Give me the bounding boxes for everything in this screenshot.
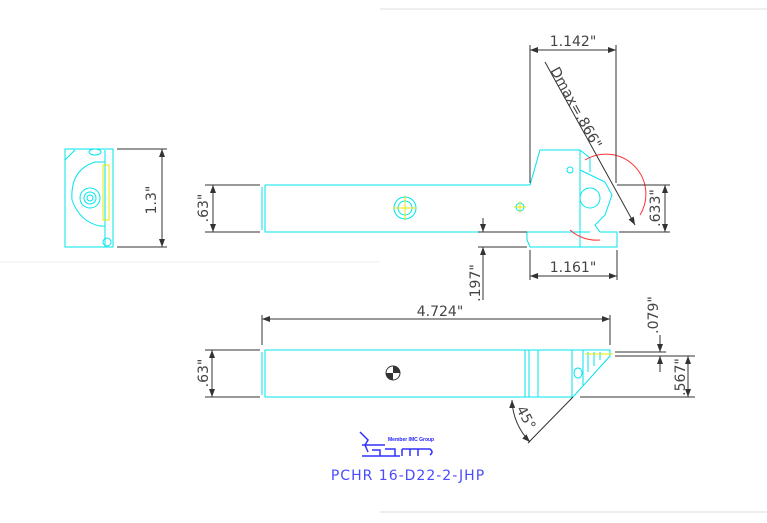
dim-overall-length: 4.724" <box>417 304 464 320</box>
dim-front-shank-height: .63" <box>196 359 212 388</box>
logo-tagline: Member IMC Group <box>388 437 434 443</box>
dim-head-length: 1.161" <box>550 260 597 276</box>
dim-chamfer-angle: 45° <box>513 403 539 432</box>
iscar-logo: Member IMC Group <box>359 431 434 457</box>
front-view: 4.724" .63" .079" .567" 45° <box>196 296 695 444</box>
dim-side-height: 1.3" <box>144 186 160 215</box>
dim-top-shank-height: .63" <box>196 194 212 223</box>
dim-head-height: .633" <box>648 189 664 227</box>
side-view: 1.3" <box>64 148 167 248</box>
dim-dmax: Dmax=.866" <box>547 65 605 152</box>
dim-head-width: 1.142" <box>550 34 597 50</box>
part-number: PCHR 16-D22-2-JHP <box>331 468 485 484</box>
dim-insert-offset: .079" <box>646 296 662 334</box>
dim-offset: .197" <box>468 264 484 302</box>
dim-cut-height: .567" <box>673 358 689 396</box>
